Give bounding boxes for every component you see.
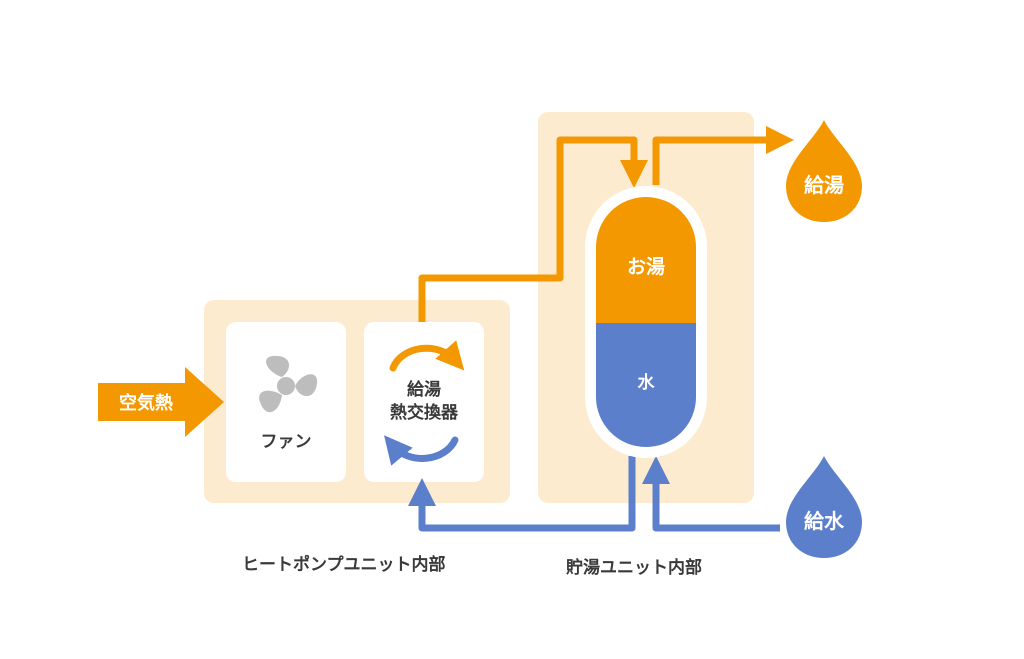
tank-water-section [596,323,696,447]
supply-hot-label: 給湯 [804,173,844,197]
hot-pipe-to-tank [418,136,648,322]
exchanger-label-line1: 給湯 [407,379,441,400]
hot-pipe-to-supply [652,126,794,185]
tank-hot-section [596,197,696,323]
cold-pipe-to-tank [642,456,780,532]
storage-unit-caption: 貯湯ユニット内部 [566,558,702,578]
cycle-arrow-top-icon [389,340,465,372]
air-heat-arrow [98,367,224,437]
water-drop-icon-cold [786,456,862,558]
fan-icon [259,355,318,413]
heat-pump-unit-caption: ヒートポンプユニット内部 [242,555,446,575]
supply-water-label: 給水 [804,509,845,533]
cycle-arrow-bottom-icon [384,435,459,466]
fan-card [226,322,346,482]
fan-label: ファン [261,432,312,452]
tank-water-label: 水 [638,372,656,393]
water-drop-icon-hot [786,120,862,222]
exchanger-label-line2: 熱交換器 [390,402,459,423]
cold-pipe-to-exchanger [408,456,636,532]
air-heat-label: 空気熱 [119,392,173,414]
tank-hot-label: お湯 [627,256,665,278]
